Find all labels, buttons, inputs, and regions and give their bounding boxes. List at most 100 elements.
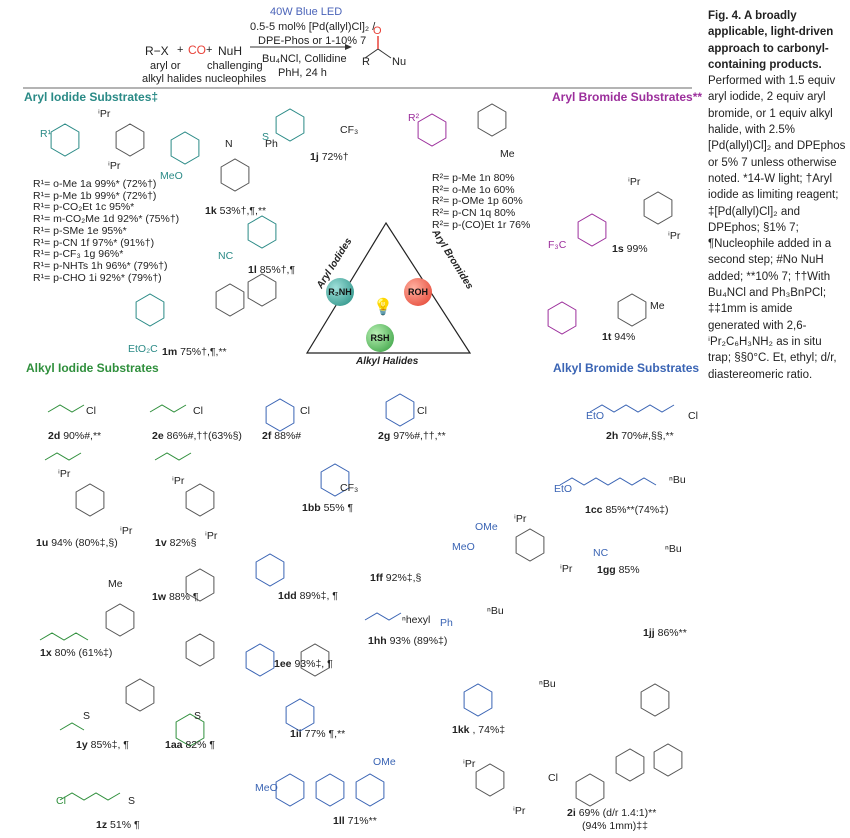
atom-label: ⁿBu [665, 543, 682, 555]
compound-label: 2e 86%#,††(63%§) [152, 430, 242, 442]
compound-yield: 53%†,¶,** [219, 205, 267, 217]
carbon-chain [364, 612, 402, 621]
section-alkyl-iodide: Alkyl Iodide Substrates [26, 361, 159, 375]
compound-yield: 86%** [657, 627, 687, 639]
compound-label: 1j 72%† [310, 151, 349, 163]
reactant-nuh: NuH [218, 44, 243, 58]
ring-structure [247, 273, 277, 307]
compound-id: 1w [152, 591, 167, 603]
compound-yield: 94% (80%‡,§) [51, 537, 118, 549]
atom-label: ⁱPr [514, 513, 527, 525]
atom-label: NC [218, 250, 234, 262]
ring-structure [170, 131, 200, 165]
atom-label: ⁱPr [172, 475, 185, 487]
atom-label: ⁱPr [513, 805, 526, 817]
compound-label: 1x 80% (61%‡) [40, 647, 112, 659]
atom-label: Cl [688, 410, 698, 422]
condition-catalyst: 0.5-5 mol% [Pd(allyl)Cl]₂ / [250, 21, 376, 33]
product-skeleton [364, 48, 392, 59]
node-thiol: RSH [366, 324, 394, 352]
compound-label: 1aa 82% ¶ [165, 739, 215, 751]
compound-yield: 94% [614, 331, 636, 343]
atom-label: ⁱPr [560, 563, 573, 575]
atom-label: Cl [417, 405, 427, 417]
compound-yield: 88%# [274, 430, 302, 442]
compound-yield: 80% (61%‡) [54, 647, 113, 659]
triangle-bottom-label: Alkyl Halides [356, 356, 419, 367]
atom-label: Cl [56, 795, 66, 807]
atom-label: S [262, 131, 270, 143]
compound-label: 1u 94% (80%‡,§) [36, 537, 118, 549]
r1-item: R¹= p-SMe 1e 95%* [33, 224, 127, 237]
compound-yield: 51% ¶ [110, 819, 140, 831]
compound-label: 1v 82%§ [155, 537, 196, 549]
r2-item: R²= o-Me 1o 60% [432, 183, 515, 196]
condition-ligand: DPE-Phos or 1-10% 7 [258, 35, 367, 47]
compound-id: 1bb [302, 502, 321, 514]
compound-yield: 92%‡,§ [385, 572, 422, 584]
atom-label: ⁱPr [463, 758, 476, 770]
carbon-chain [59, 792, 121, 801]
atom-label: F₃C [548, 239, 567, 251]
compound-id: 1aa [165, 739, 183, 751]
reactant-co: CO [188, 43, 206, 57]
ring-structure [547, 301, 577, 335]
compound-id: 1ll [333, 815, 345, 827]
compound-yield: 55% ¶ [323, 502, 354, 514]
ring-structure [575, 773, 605, 807]
ring-structure [515, 528, 545, 562]
atom-label: Ph [265, 138, 278, 150]
node-amine: R₂NH [326, 278, 354, 306]
compound-label: (94% 1mm)‡‡ [582, 820, 648, 832]
atom-label: Ph [440, 617, 453, 629]
rx-caption: alkyl halides [142, 73, 202, 85]
compound-label: 1m 75%†,¶,** [162, 346, 227, 358]
compound-yield: 69% (d/r 1.4:1)** [578, 807, 657, 819]
ring-structure [75, 483, 105, 517]
nuh-caption: nucleophiles [205, 73, 267, 85]
r1-item: R¹= p-NHTs 1h 96%* (79%†) [33, 259, 168, 272]
atom-label: ⁱPr [108, 160, 121, 172]
compound-yield: 71%** [347, 815, 377, 827]
ring-structure [185, 568, 215, 602]
atom-label: ⁱPr [205, 530, 218, 542]
compound-yield: 70%#,§§,** [621, 430, 674, 442]
compound-label: 2h 70%#,§§,** [606, 430, 674, 442]
atom-label: Cl [300, 405, 310, 417]
compound-label: 1ee 93%‡, ¶ [274, 658, 333, 670]
ring-structure [185, 633, 215, 667]
node-alcohol: ROH [404, 278, 432, 306]
ring-structure [653, 743, 683, 777]
compound-label: 1cc 85%**(74%‡) [585, 504, 669, 516]
carbon-chain [59, 722, 85, 731]
compound-id: 1v [155, 537, 167, 549]
ring-structure [320, 463, 350, 497]
atom-label: S [194, 710, 202, 722]
compound-id: 2i [567, 807, 576, 819]
ring-structure [185, 483, 215, 517]
r2-item: R²= p-OMe 1p 60% [432, 195, 523, 208]
atom-label: CF₃ [340, 124, 359, 136]
compound-label: 1y 85%‡, ¶ [76, 739, 129, 751]
ring-structure [275, 108, 305, 142]
carbon-chain [149, 404, 187, 413]
arrow-head [345, 44, 352, 50]
atom-label: Me [500, 148, 515, 160]
atom-label: EtO [554, 483, 573, 495]
compound-yield: 89%‡, ¶ [299, 590, 338, 602]
atom-label: CF₃ [340, 482, 359, 494]
atom-label: ⁱPr [628, 176, 641, 188]
atom-label: Me [650, 300, 665, 312]
compound-label: 1s 99% [612, 243, 648, 255]
r1-substituent-list: R¹= o-Me 1a 99%* (72%†)R¹= p-Me 1b 99%* … [33, 178, 179, 284]
r1-item: R¹= p-CO₂Et 1c 95%* [33, 201, 135, 214]
ring-structure [215, 283, 245, 317]
ring-structure [247, 215, 277, 249]
condition-additives: Bu₄NCl, Collidine [262, 53, 347, 65]
compound-yield: (94% 1mm)‡‡ [582, 820, 648, 832]
atom-label: ⁱPr [98, 108, 111, 120]
atom-label: Me [108, 578, 123, 590]
compound-yield: 85% [618, 564, 640, 576]
product-r: R [362, 56, 370, 68]
